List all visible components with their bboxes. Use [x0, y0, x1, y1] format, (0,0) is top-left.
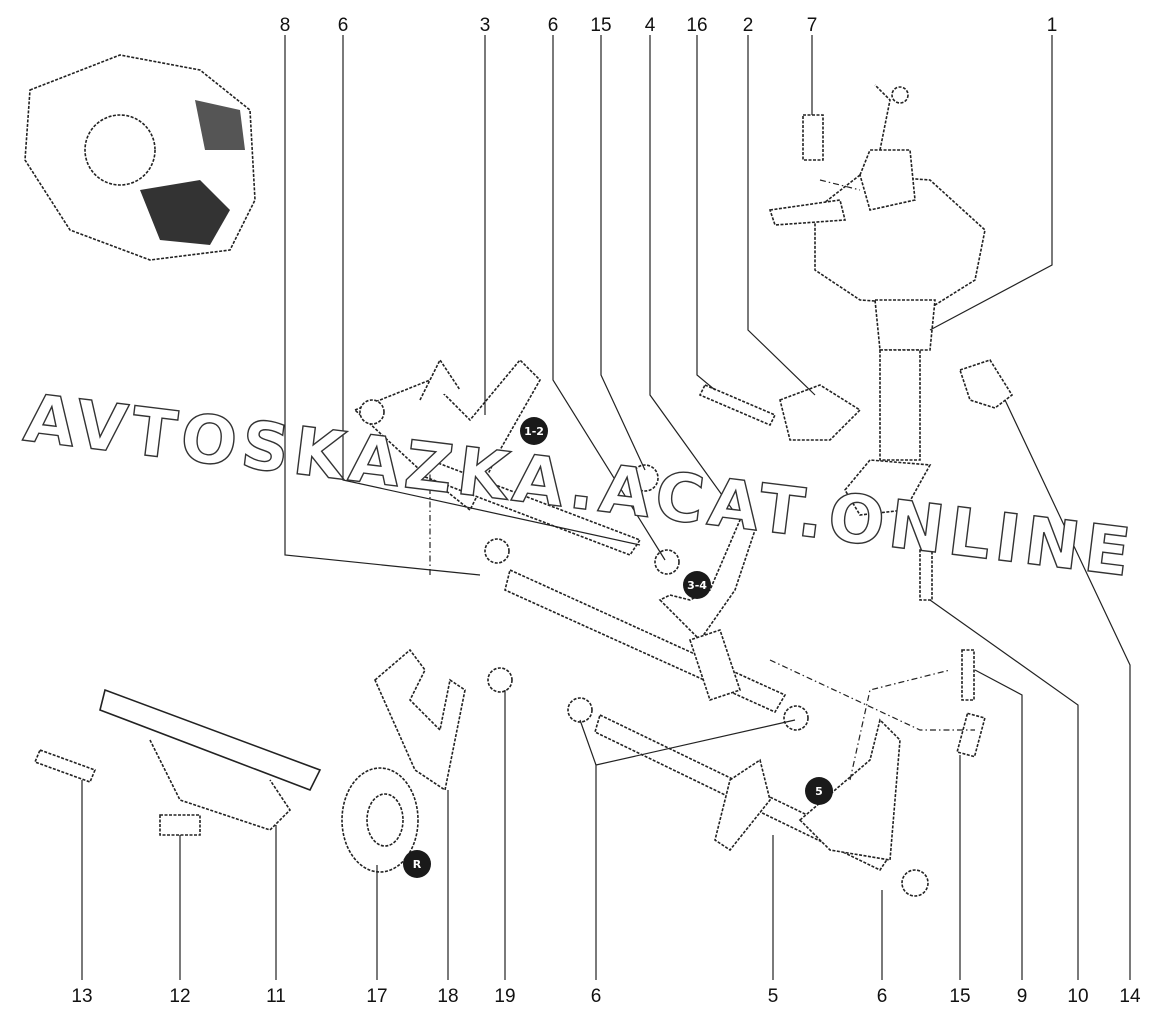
callout-label: 15: [590, 15, 611, 36]
gear-badge-5: 5: [805, 777, 833, 805]
part-11-rail: [99, 688, 322, 831]
gearbox-overview-thumbnail: [24, 54, 256, 261]
callout-label: 17: [366, 986, 387, 1007]
part-15-pins: [919, 549, 986, 758]
part-12-sensor: [159, 814, 201, 836]
gear-badge-3-4: 3-4: [683, 571, 711, 599]
svg-text:1-2: 1-2: [524, 425, 544, 438]
callout-label: 4: [645, 15, 656, 36]
leader-lines: [81, 35, 1131, 980]
callout-label: 9: [1017, 986, 1028, 1007]
svg-text:3-4: 3-4: [687, 579, 707, 592]
part-7-bolt: [802, 114, 824, 161]
callout-label: 8: [280, 15, 291, 36]
callout-label: 2: [743, 15, 754, 36]
part-13-pin: [33, 748, 97, 784]
callout-label: 12: [169, 986, 190, 1007]
watermark: AVTOSKAZKA.ACAT.ONLINE: [20, 379, 1136, 591]
callout-label: 6: [338, 15, 349, 36]
callout-label: 15: [949, 986, 970, 1007]
part-4-fork: [658, 518, 756, 702]
part-19-plug: [487, 667, 513, 693]
svg-text:R: R: [413, 858, 422, 871]
part-17-gear: [341, 767, 419, 873]
part-16-bolt: [698, 383, 777, 427]
callout-label: 18: [437, 986, 458, 1007]
callout-label: 6: [591, 986, 602, 1007]
callouts-bottom: 13 12 11 17 18 19 6 5 6 15 9 10 14: [71, 986, 1141, 1007]
svg-text:5: 5: [815, 785, 823, 798]
callout-label: 7: [807, 15, 818, 36]
callout-label: 19: [494, 986, 515, 1007]
gear-badge-r: R: [403, 850, 431, 878]
callout-label: 6: [548, 15, 559, 36]
callout-label: 5: [768, 986, 779, 1007]
part-18-fork: [374, 648, 466, 792]
callout-label: 3: [480, 15, 491, 36]
callout-label: 16: [686, 15, 707, 36]
part-3-fork: [353, 358, 541, 512]
part-6-bushings: [359, 399, 929, 897]
callout-label: 14: [1119, 986, 1141, 1007]
callout-label: 10: [1067, 986, 1088, 1007]
callout-label: 11: [266, 986, 286, 1007]
callout-label: 13: [71, 986, 92, 1007]
part-14-plug: [958, 359, 1014, 409]
callout-label: 6: [877, 986, 888, 1007]
callouts-top: 8 6 3 6 15 4 16 2 7 1: [280, 15, 1058, 36]
part-shift-housing: [768, 84, 986, 516]
part-5-rail: [594, 713, 901, 872]
part-rail-middle: [504, 568, 787, 714]
part-2-bracket: [779, 384, 862, 441]
gear-badge-1-2: 1-2: [520, 417, 548, 445]
part-rail-upper: [418, 459, 642, 556]
callout-label: 1: [1047, 15, 1058, 36]
